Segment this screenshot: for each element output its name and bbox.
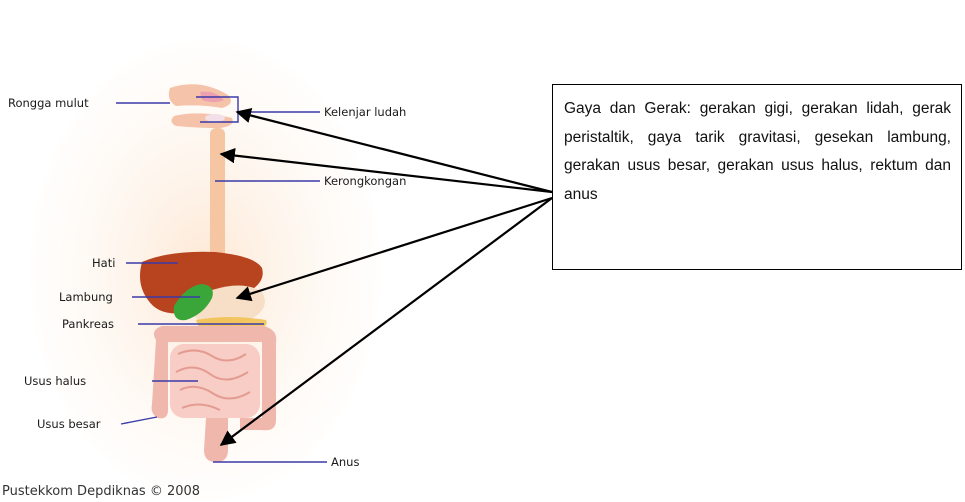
label-pankreas: Pankreas xyxy=(62,317,114,331)
label-anus: Anus xyxy=(331,455,359,469)
callout-box: Gaya dan Gerak: gerakan gigi, gerakan li… xyxy=(552,84,962,270)
label-kerongkongan: Kerongkongan xyxy=(324,174,406,188)
rectum-organ xyxy=(204,418,228,462)
label-usus-halus: Usus halus xyxy=(24,374,86,388)
label-kelenjar-ludah: Kelenjar ludah xyxy=(324,105,406,119)
credit-text: Pustekkom Depdiknas © 2008 xyxy=(2,484,200,499)
label-usus-besar: Usus besar xyxy=(37,417,101,431)
callout-text: Gaya dan Gerak: gerakan gigi, gerakan li… xyxy=(564,100,951,203)
label-hati: Hati xyxy=(92,256,115,270)
label-lambung: Lambung xyxy=(59,290,113,304)
label-rongga-mulut: Rongga mulut xyxy=(8,96,89,110)
